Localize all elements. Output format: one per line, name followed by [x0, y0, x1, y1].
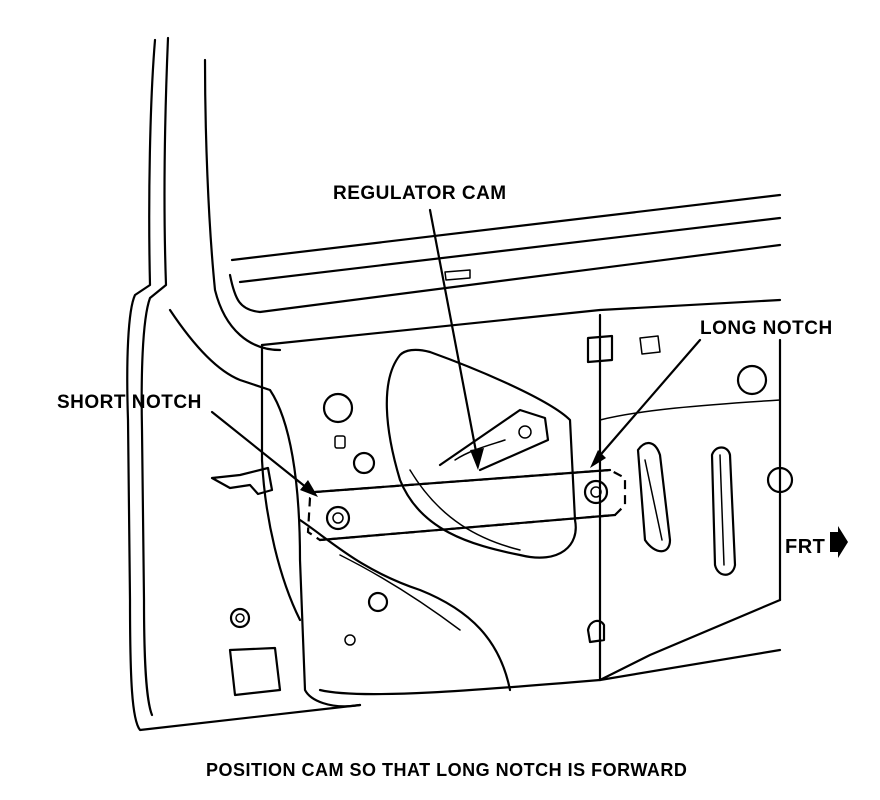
- panel-slots: [636, 442, 737, 576]
- access-opening: [298, 348, 577, 692]
- regulator-arm: [438, 408, 550, 472]
- door-frame: [126, 36, 782, 732]
- regulator-cam-label: REGULATOR CAM: [333, 183, 507, 204]
- front-label: FRT: [785, 536, 825, 558]
- short-notch-arrowhead-icon: [300, 480, 318, 497]
- leader-arrows: [210, 208, 702, 497]
- regulator-cam: [306, 468, 627, 542]
- caption: POSITION CAM SO THAT LONG NOTCH IS FORWA…: [206, 760, 687, 780]
- long-notch-label: LONG NOTCH: [700, 318, 833, 339]
- inner-panel: [168, 298, 782, 708]
- short-notch-label: SHORT NOTCH: [57, 392, 202, 413]
- long-notch-arrowhead-icon: [590, 450, 606, 468]
- regulator-cam-arrowhead-icon: [470, 448, 484, 470]
- front-direction-arrow-icon: [830, 526, 848, 558]
- panel-holes: [210, 334, 794, 697]
- front-indicator: FRT: [785, 526, 848, 558]
